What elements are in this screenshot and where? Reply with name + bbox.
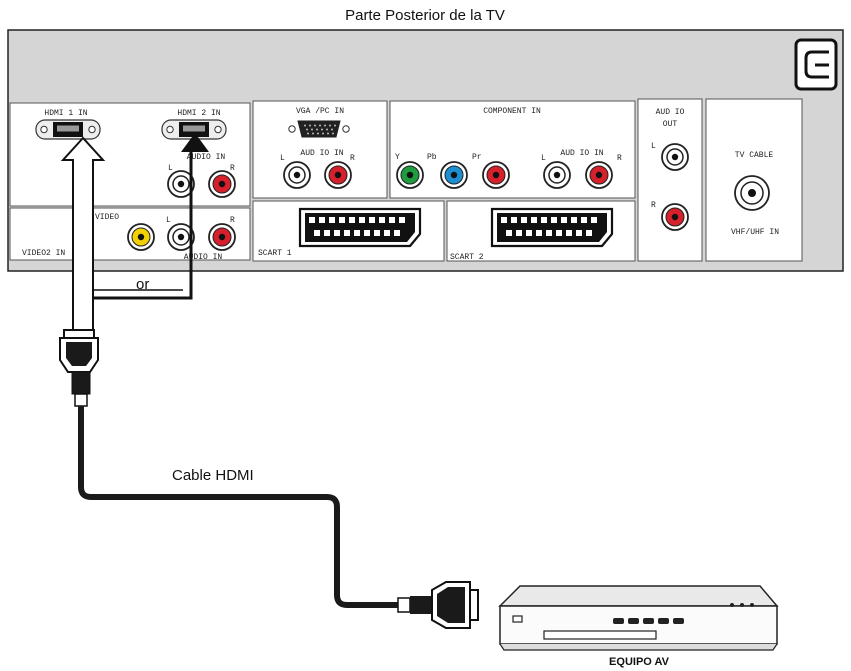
scart1-port[interactable] <box>298 207 422 248</box>
hdmi-audio-l: L <box>168 164 173 173</box>
component-y-label: Y <box>395 153 400 162</box>
hdmi-audio-label: AUDIO IN <box>187 153 226 162</box>
component-audio-r: R <box>617 154 622 163</box>
audio-out-label-2: OUT <box>663 120 678 129</box>
component-audio-l: L <box>541 154 546 163</box>
hdmi-audio-l-jack[interactable] <box>167 170 195 198</box>
scart2-port[interactable] <box>490 207 614 248</box>
audio-out-label-1: AUD IO <box>656 108 685 117</box>
audio-out-module <box>637 98 703 262</box>
hdmi2-port[interactable] <box>161 119 227 140</box>
vga-audio-label: AUD IO IN <box>300 149 343 158</box>
vga-audio-r-jack[interactable] <box>324 161 352 189</box>
video-audio-r-jack[interactable] <box>208 223 236 251</box>
hdmi-plug-tv <box>59 329 99 407</box>
component-pr-jack[interactable] <box>482 161 510 189</box>
video-jack-yellow[interactable] <box>127 223 155 251</box>
device-label: EQUIPO AV <box>609 656 670 668</box>
component-pb-label: Pb <box>427 153 437 162</box>
audio-out-r-jack[interactable] <box>661 203 689 231</box>
component-y-jack[interactable] <box>396 161 424 189</box>
hdmi-audio-r-jack[interactable] <box>208 170 236 198</box>
component-pr-label: Pr <box>472 153 482 162</box>
video-audio-l: L <box>166 216 171 225</box>
av-device <box>498 585 779 651</box>
scart1-label: SCART 1 <box>258 249 292 258</box>
audio-out-l-jack[interactable] <box>661 143 689 171</box>
or-label: or <box>136 276 149 293</box>
component-pb-jack[interactable] <box>440 161 468 189</box>
video-audio-r: R <box>230 216 235 225</box>
hdmi1-port[interactable] <box>35 119 101 140</box>
video-label: VIDEO <box>95 213 119 222</box>
component-audio-l-jack[interactable] <box>543 161 571 189</box>
vga-audio-l-jack[interactable] <box>283 161 311 189</box>
diagram-title: Parte Posterior de la TV <box>345 7 505 24</box>
cable-label: Cable HDMI <box>172 467 254 484</box>
vga-label: VGA /PC IN <box>296 107 344 116</box>
vga-port[interactable] <box>288 120 350 138</box>
audio-out-r-label: R <box>651 201 656 210</box>
component-audio-r-jack[interactable] <box>585 161 613 189</box>
component-label: COMPONENT IN <box>483 107 541 116</box>
hdmi2-alternate-path <box>93 133 209 300</box>
hdmi1-label: HDMI 1 IN <box>44 109 87 118</box>
hdmi-audio-r: R <box>230 164 235 173</box>
video2-label: VIDEO2 IN <box>22 249 65 258</box>
hdmi-cable <box>78 406 400 608</box>
vga-audio-l: L <box>280 154 285 163</box>
antenna-jack[interactable] <box>734 175 770 211</box>
scart2-label: SCART 2 <box>450 253 484 262</box>
video-audio-l-jack[interactable] <box>167 223 195 251</box>
hdmi-plug-device <box>397 581 479 629</box>
tv-cable-label: TV CABLE <box>735 151 774 160</box>
vga-audio-r: R <box>350 154 355 163</box>
vga-module <box>252 100 388 199</box>
power-socket-icon <box>794 38 838 91</box>
audio-out-l-label: L <box>651 142 656 151</box>
hdmi2-label: HDMI 2 IN <box>177 109 220 118</box>
vhf-uhf-label: VHF/UHF IN <box>731 228 779 237</box>
component-audio-label: AUD IO IN <box>560 149 603 158</box>
video-audio-label: AUDIO IN <box>184 253 223 262</box>
